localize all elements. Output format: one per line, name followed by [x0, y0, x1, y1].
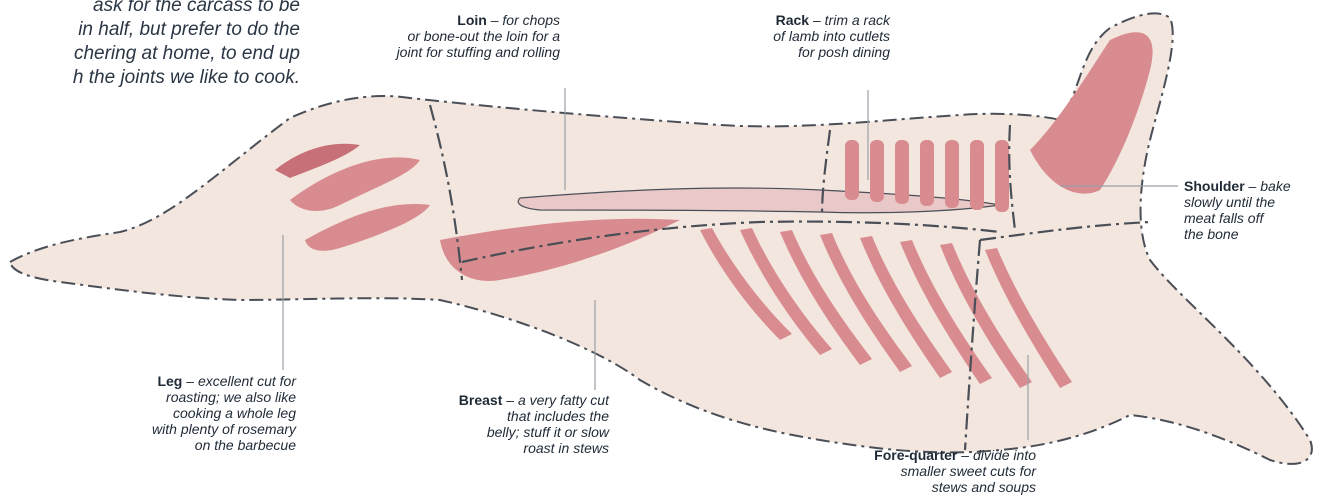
label-leg: Leg – excellent cut for roasting; we als… [80, 373, 296, 453]
label-forequarter-name: Fore-quarter [874, 447, 957, 463]
label-leg-text: roasting; we also like [80, 389, 296, 405]
intro-text: ask for the carcass to be in half, but p… [0, 0, 300, 90]
label-rack-text: trim a rack [825, 12, 890, 28]
label-separator: – [182, 373, 198, 389]
label-rack-text: for posh dining [700, 44, 890, 60]
label-shoulder-text: meat falls off [1184, 210, 1322, 226]
label-forequarter: Fore-quarter – divide into smaller sweet… [800, 447, 1036, 495]
label-loin: Loin – for chops or bone-out the loin fo… [330, 12, 560, 60]
label-breast: Breast – a very fatty cut that includes … [380, 392, 609, 456]
intro-line: h the joints we like to cook. [0, 66, 300, 90]
label-loin-text: joint for stuffing and rolling [330, 44, 560, 60]
intro-line: ask for the carcass to be [0, 0, 300, 18]
label-leg-text: with plenty of rosemary [80, 421, 296, 437]
label-forequarter-text: smaller sweet cuts for [800, 463, 1036, 479]
label-separator: – [502, 392, 518, 408]
intro-line: in half, but prefer to do the [0, 18, 300, 42]
label-loin-name: Loin [457, 12, 487, 28]
label-separator: – [957, 447, 973, 463]
label-loin-text: for chops [502, 12, 560, 28]
label-loin-text: or bone-out the loin for a [330, 28, 560, 44]
label-rack: Rack – trim a rack of lamb into cutlets … [700, 12, 890, 60]
label-separator: – [1245, 178, 1261, 194]
label-shoulder-text: the bone [1184, 226, 1322, 242]
label-breast-text: that includes the [380, 408, 609, 424]
label-separator: – [809, 12, 825, 28]
label-leg-text: excellent cut for [198, 373, 296, 389]
label-shoulder-text: slowly until the [1184, 194, 1322, 210]
label-leg-name: Leg [157, 373, 182, 389]
label-leg-text: on the barbecue [80, 437, 296, 453]
label-breast-text: roast in stews [380, 440, 609, 456]
intro-line: chering at home, to end up [0, 42, 300, 66]
label-breast-name: Breast [459, 392, 503, 408]
label-leg-text: cooking a whole leg [80, 405, 296, 421]
label-breast-text: a very fatty cut [518, 392, 609, 408]
label-rack-name: Rack [776, 12, 809, 28]
label-rack-text: of lamb into cutlets [700, 28, 890, 44]
label-forequarter-text: stews and soups [800, 479, 1036, 495]
label-shoulder-text: bake [1260, 178, 1290, 194]
label-shoulder-name: Shoulder [1184, 178, 1245, 194]
label-separator: – [487, 12, 503, 28]
label-breast-text: belly; stuff it or slow [380, 424, 609, 440]
label-forequarter-text: divide into [973, 447, 1036, 463]
label-shoulder: Shoulder – bake slowly until the meat fa… [1184, 178, 1322, 242]
